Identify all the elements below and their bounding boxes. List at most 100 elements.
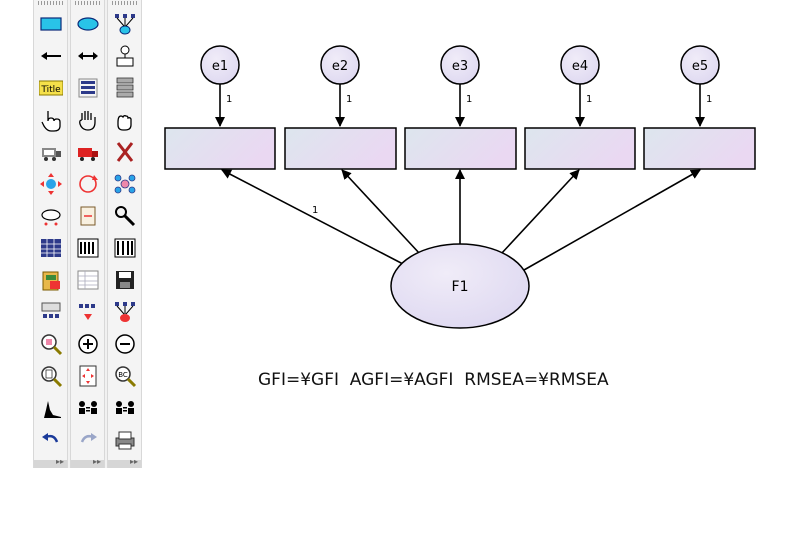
error-term-3[interactable]: e31 (440, 45, 480, 127)
specification-search-button[interactable] (108, 296, 141, 327)
list-objects-button[interactable] (108, 72, 141, 103)
zoom-selected-button[interactable] (34, 328, 67, 359)
error-path-label: 1 (706, 94, 712, 105)
latent-factor-f1[interactable] (390, 243, 530, 329)
error-circle[interactable] (200, 45, 240, 85)
hand-open-icon (78, 110, 96, 131)
scroll-foot[interactable]: ▸▸ (34, 457, 67, 468)
data-files-button[interactable] (34, 232, 67, 263)
toolbox-column-3: BC ▸▸ (107, 0, 142, 468)
observed-variable-2[interactable] (284, 127, 397, 170)
view-text-button[interactable] (71, 264, 104, 295)
doc-icon (40, 365, 62, 387)
unique-variable-button[interactable] (108, 40, 141, 71)
observed-variable-4[interactable] (524, 127, 636, 170)
reflect-button[interactable] (108, 168, 141, 199)
tree-icon (114, 13, 135, 34)
deselect-button[interactable] (108, 104, 141, 135)
fit-indices-text: GFI=¥GFI AGFI=¥AGFI RMSEA=¥RMSEA (258, 370, 609, 390)
error-label: e2 (332, 59, 348, 74)
ellipse-icon (76, 16, 99, 31)
undo-button[interactable] (34, 424, 67, 455)
ellipse-edit-icon (40, 208, 61, 225)
draw-unobserved-button[interactable] (71, 8, 104, 39)
error-term-4[interactable]: e41 (560, 45, 600, 127)
rotate-button[interactable] (71, 168, 104, 199)
loading-path-4[interactable] (500, 169, 580, 255)
zoom-page-button[interactable] (34, 360, 67, 391)
interface-properties-button[interactable] (108, 392, 141, 423)
loading-path-1[interactable] (221, 169, 404, 265)
scissors-x-icon (116, 141, 133, 162)
error-circle[interactable] (320, 45, 360, 85)
redo-button[interactable] (71, 424, 104, 455)
loupe-button[interactable]: BC (108, 360, 141, 391)
error-path-label: 1 (346, 94, 352, 105)
error-label: e5 (692, 59, 708, 74)
touch-up-button[interactable] (108, 200, 141, 231)
move-button[interactable] (34, 168, 67, 199)
select-all-button[interactable] (71, 104, 104, 135)
error-label: e1 (212, 59, 228, 74)
histogram-button[interactable] (34, 392, 67, 423)
select-one-button[interactable] (34, 104, 67, 135)
zoom-in-icon (77, 333, 98, 354)
list-variables-button[interactable] (71, 72, 104, 103)
title-icon-label: Title (40, 85, 61, 95)
zoom-in-button[interactable] (71, 328, 104, 359)
grip[interactable] (38, 1, 64, 5)
analysis-properties-button[interactable] (34, 296, 67, 327)
toolbox-palette: Title (33, 0, 142, 468)
grid-table-icon (40, 238, 61, 257)
floppy-icon (115, 270, 134, 289)
clipboard-icon (42, 271, 60, 290)
erase-button[interactable] (108, 136, 141, 167)
save-button[interactable] (108, 264, 141, 295)
scroll-foot[interactable]: ▸▸ (108, 457, 141, 468)
calculate-button[interactable] (71, 232, 104, 263)
grip[interactable] (75, 1, 101, 5)
move-truck-button[interactable] (71, 136, 104, 167)
fit-to-page-button[interactable] (71, 360, 104, 391)
print-button[interactable] (108, 424, 141, 455)
draw-observed-button[interactable] (34, 8, 67, 39)
grip[interactable] (112, 1, 138, 5)
hand-grab-icon (116, 114, 132, 131)
draw-covariance-button[interactable] (71, 40, 104, 71)
histogram-icon (40, 400, 61, 418)
copy-button[interactable] (34, 136, 67, 167)
observed-variable-3[interactable] (404, 127, 517, 170)
scroll-foot[interactable]: ▸▸ (71, 457, 104, 468)
observed-variable-5[interactable] (643, 127, 756, 170)
error-term-1[interactable]: e1 1 (200, 45, 240, 127)
move-cross-icon (39, 172, 62, 195)
error-term-5[interactable]: e5 1 (680, 45, 720, 127)
circles-icon (114, 174, 135, 193)
calculate-estimates-button[interactable] (108, 232, 141, 263)
zoom-out-button[interactable] (108, 328, 141, 359)
multiple-group-button[interactable] (71, 392, 104, 423)
reshape-button[interactable] (34, 200, 67, 231)
draw-indicator-button[interactable] (108, 8, 141, 39)
scroll-button[interactable] (71, 200, 104, 231)
tree-red-icon (114, 301, 135, 322)
error-circle[interactable] (680, 45, 720, 85)
person-box-icon (116, 45, 133, 66)
variables-in-data-button[interactable] (34, 264, 67, 295)
loading-label: 1 (312, 205, 318, 216)
error-path-label: 1 (226, 94, 232, 105)
rectangle-icon (39, 16, 62, 31)
title-button[interactable]: Title (34, 72, 67, 103)
error-circle[interactable] (440, 45, 480, 85)
svg-text:BC: BC (118, 371, 128, 379)
bayesian-button[interactable] (71, 296, 104, 327)
list-dots-icon (78, 78, 97, 97)
error-circle[interactable] (560, 45, 600, 85)
loading-path-2[interactable] (341, 169, 421, 255)
draw-path-button[interactable] (34, 40, 67, 71)
error-term-2[interactable]: e2 1 (320, 45, 360, 127)
loading-path-5[interactable] (523, 169, 701, 271)
undo-icon (41, 432, 58, 443)
observed-variable-1[interactable] (164, 127, 276, 170)
